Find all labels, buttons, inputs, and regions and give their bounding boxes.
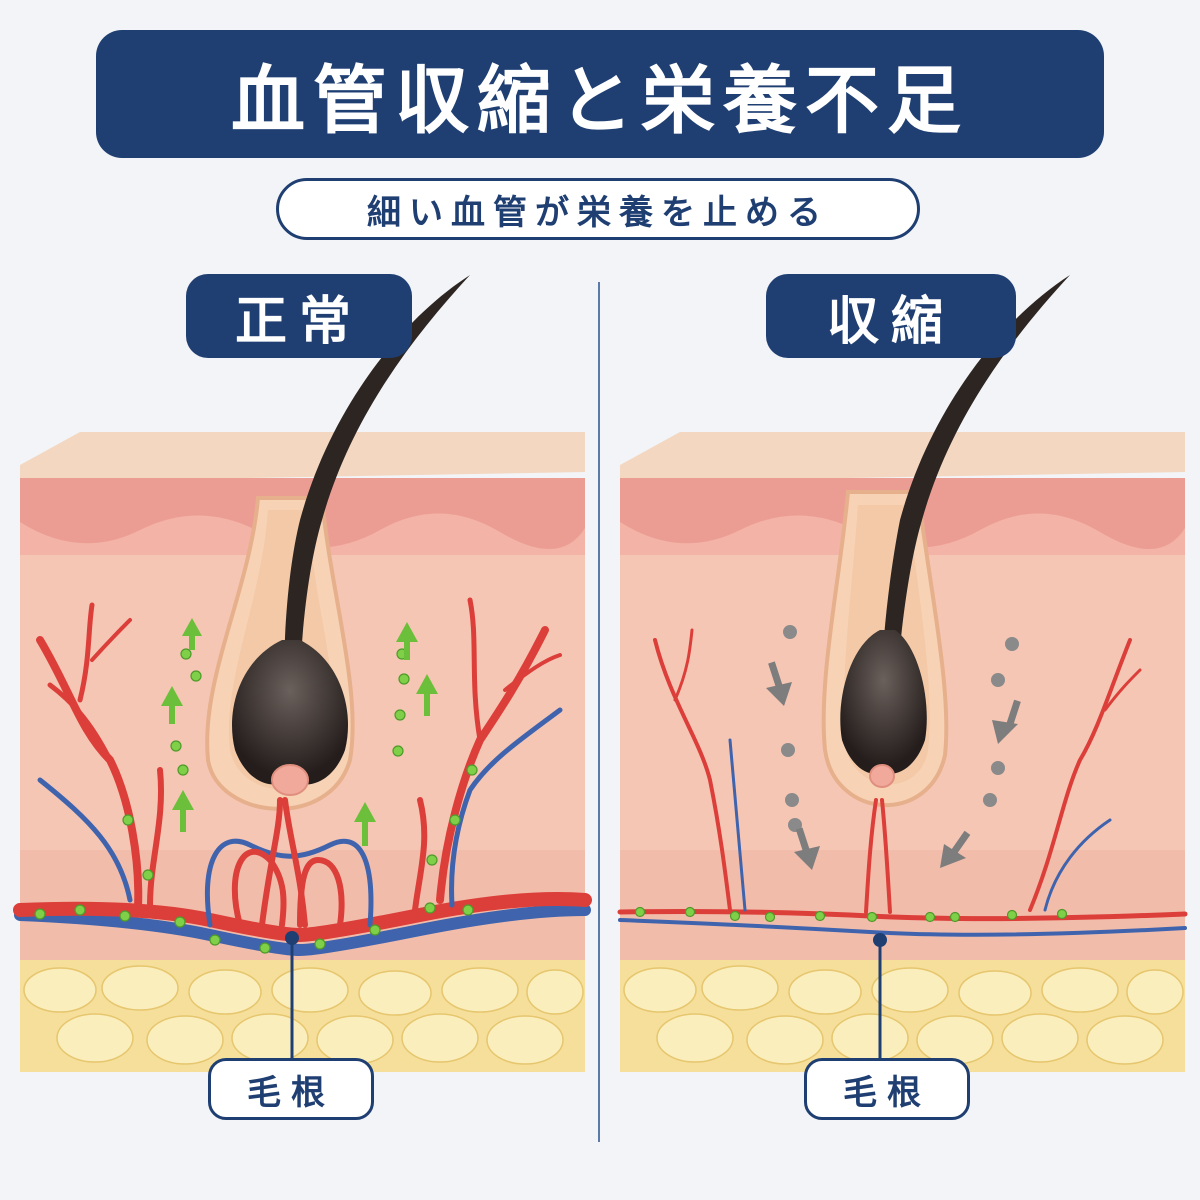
artery-branch-right	[1028, 638, 1132, 912]
panel-divider	[598, 282, 600, 1142]
papilla-feed-artery-2	[880, 798, 892, 914]
up-arrow-icon	[161, 686, 183, 724]
up-arrow-icon	[172, 790, 194, 832]
papilla-feed-artery	[864, 798, 878, 914]
down-arrow-icon	[766, 661, 792, 706]
artery-twig-left-1	[47, 682, 113, 763]
down-arrow-icon	[992, 699, 1021, 744]
vein-main-thin	[618, 918, 1187, 937]
artery-main	[13, 892, 592, 943]
epidermis-wave	[620, 513, 1185, 560]
vein-branch-right	[1043, 818, 1112, 912]
hair-root-callout-text: 毛根	[247, 1072, 335, 1113]
nutrient-dots	[34, 648, 478, 954]
artery-branch-left-2	[147, 767, 164, 908]
nutrient-up-arrows	[161, 618, 438, 846]
artery-branch-left	[653, 638, 732, 912]
blocked-nutrient-dots	[781, 625, 1019, 832]
dermal-papilla	[271, 764, 309, 796]
normal-skin-illustration	[13, 275, 592, 1072]
vein-branch-left	[37, 777, 133, 903]
skin-surface	[20, 432, 585, 482]
papilla-feed-artery	[259, 797, 283, 928]
panel-label-constricted: 収縮	[766, 274, 1016, 358]
lower-dermis-band	[620, 850, 1185, 960]
page-title: 血管収縮と栄養不足	[231, 57, 969, 144]
callout-dot	[285, 931, 299, 945]
artery-twig-left-3	[90, 618, 132, 662]
hair-root-callout-normal: 毛根	[208, 1058, 374, 1120]
vein-branch-right	[449, 707, 563, 908]
title-banner: 血管収縮と栄養不足	[96, 30, 1104, 158]
epidermis-wave	[20, 513, 585, 560]
artery-twig-right-1	[1103, 668, 1142, 712]
papilla-loop-vein	[204, 838, 374, 928]
blood-vessels	[13, 597, 592, 957]
subtitle-pill: 細い血管が栄養を止める	[276, 178, 920, 240]
skin-surface	[620, 432, 1185, 482]
artery-twig-right-2	[503, 653, 562, 692]
fat-cells	[623, 965, 1184, 1065]
up-arrow-icon	[416, 674, 438, 716]
down-arrow-icon	[794, 827, 820, 870]
panel-label-constricted-text: 収縮	[826, 291, 955, 352]
panel-label-normal: 正常	[186, 274, 412, 358]
nutrient-dots	[634, 906, 1068, 923]
up-arrow-icon	[396, 622, 418, 660]
up-arrow-icon	[182, 618, 202, 650]
vein-main	[14, 904, 591, 957]
dermal-papilla	[869, 764, 895, 788]
down-arrow-icon	[940, 830, 971, 868]
hair-shaft	[284, 275, 470, 680]
blood-vessels	[617, 628, 1188, 937]
papilla-loop-artery-1	[231, 848, 287, 928]
artery-twig-left-1	[673, 628, 694, 702]
vein-branch-left	[728, 738, 747, 912]
hair-root-callout-text: 毛根	[843, 1072, 931, 1113]
hair-bulb	[840, 630, 927, 774]
hair-shaft	[882, 275, 1070, 670]
artery-twig-right-1	[467, 597, 483, 743]
hair-root-callout-constricted: 毛根	[804, 1058, 970, 1120]
page-subtitle: 細い血管が栄養を止める	[367, 192, 829, 233]
artery-branch-right-2	[412, 797, 428, 913]
fat-cells	[23, 965, 584, 1065]
constricted-skin-illustration	[617, 275, 1188, 1072]
hair-bulb	[232, 640, 348, 785]
artery-twig-left-2	[77, 602, 95, 703]
callout-dot	[873, 933, 887, 947]
up-arrow-icon	[354, 802, 376, 846]
papilla-feed-artery-2	[282, 797, 308, 928]
blocked-flow-arrows	[766, 661, 1021, 870]
panel-label-normal-text: 正常	[234, 291, 363, 352]
